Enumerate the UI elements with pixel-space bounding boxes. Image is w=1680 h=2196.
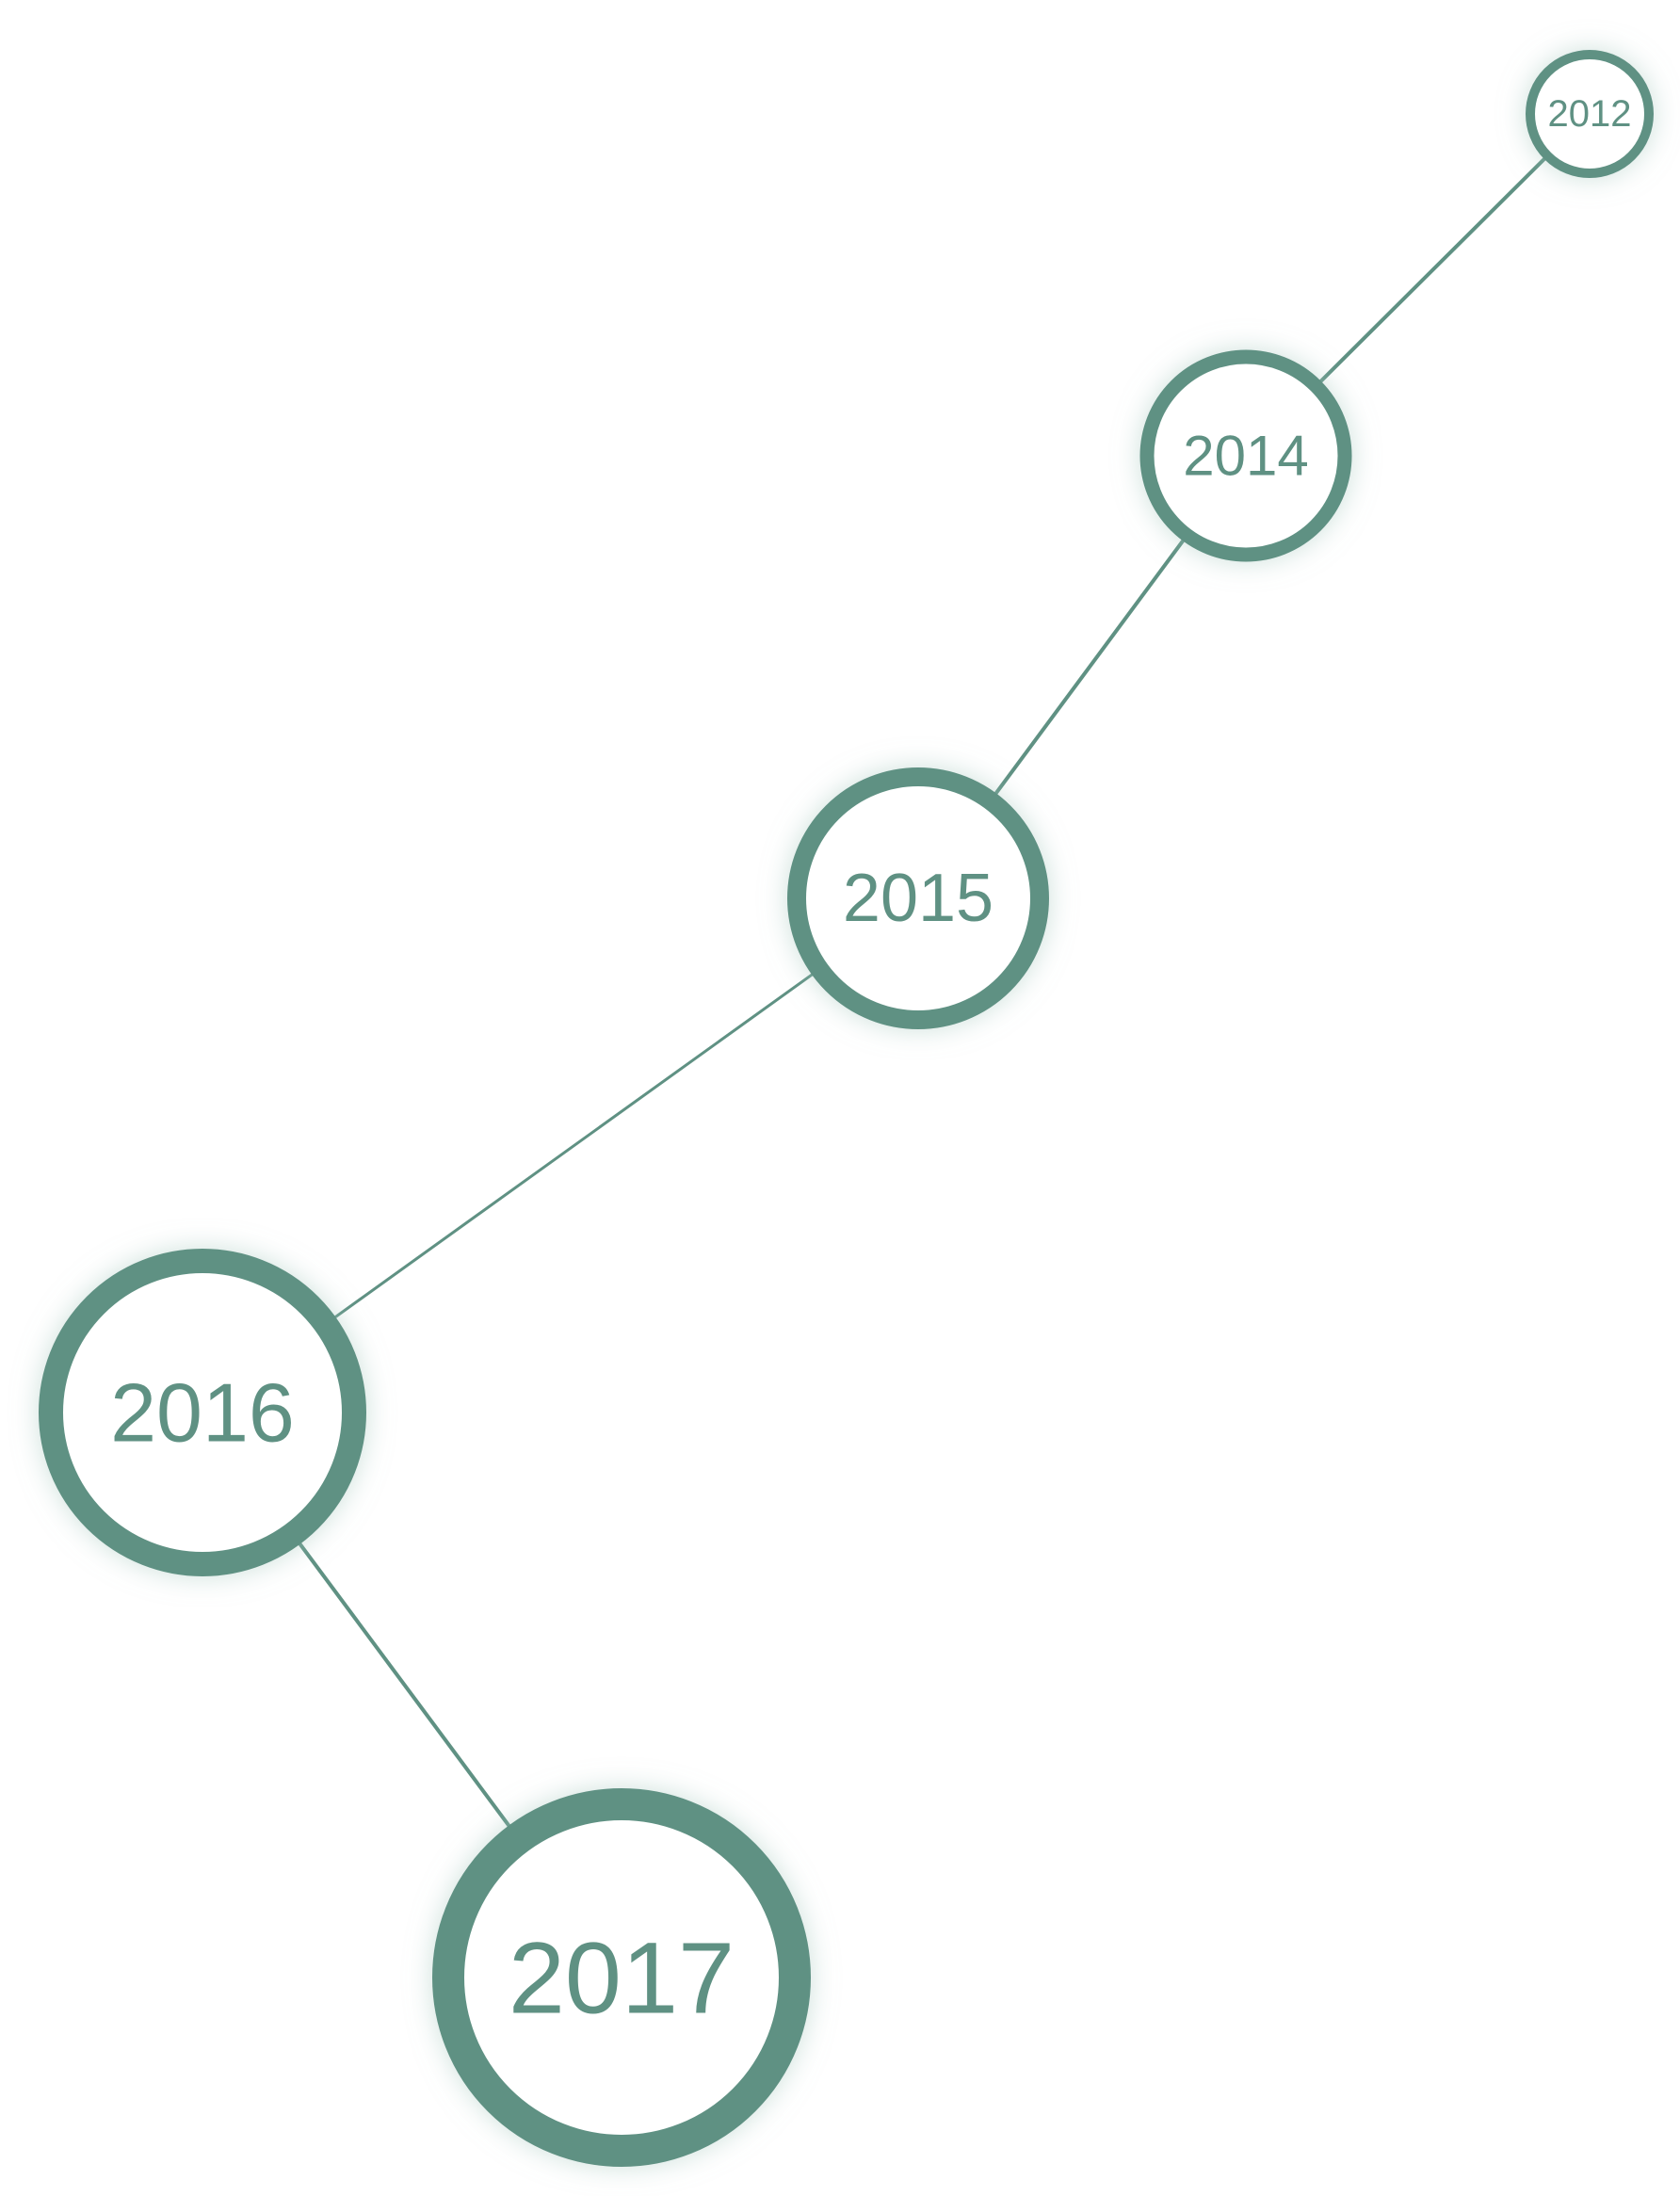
node-ring-2012 [1526, 50, 1654, 178]
timeline-node-2017: 2017 [432, 1788, 811, 2167]
timeline-node-2014: 2014 [1139, 349, 1352, 562]
connector-lines [201, 112, 1591, 1979]
node-year-2017: 2017 [509, 1921, 735, 2035]
node-ring-2017 [432, 1788, 811, 2167]
timeline-node-2016: 2016 [39, 1249, 366, 1576]
node-year-2012: 2012 [1548, 93, 1632, 135]
node-ring-2016 [39, 1249, 366, 1576]
timeline-node-2015: 2015 [787, 767, 1049, 1029]
node-year-2014: 2014 [1183, 425, 1308, 488]
timeline-node-2012: 2012 [1526, 50, 1654, 178]
node-year-2015: 2015 [843, 861, 993, 936]
node-ring-2014 [1139, 349, 1352, 562]
node-ring-2015 [787, 767, 1049, 1029]
node-year-2016: 2016 [110, 1366, 295, 1460]
